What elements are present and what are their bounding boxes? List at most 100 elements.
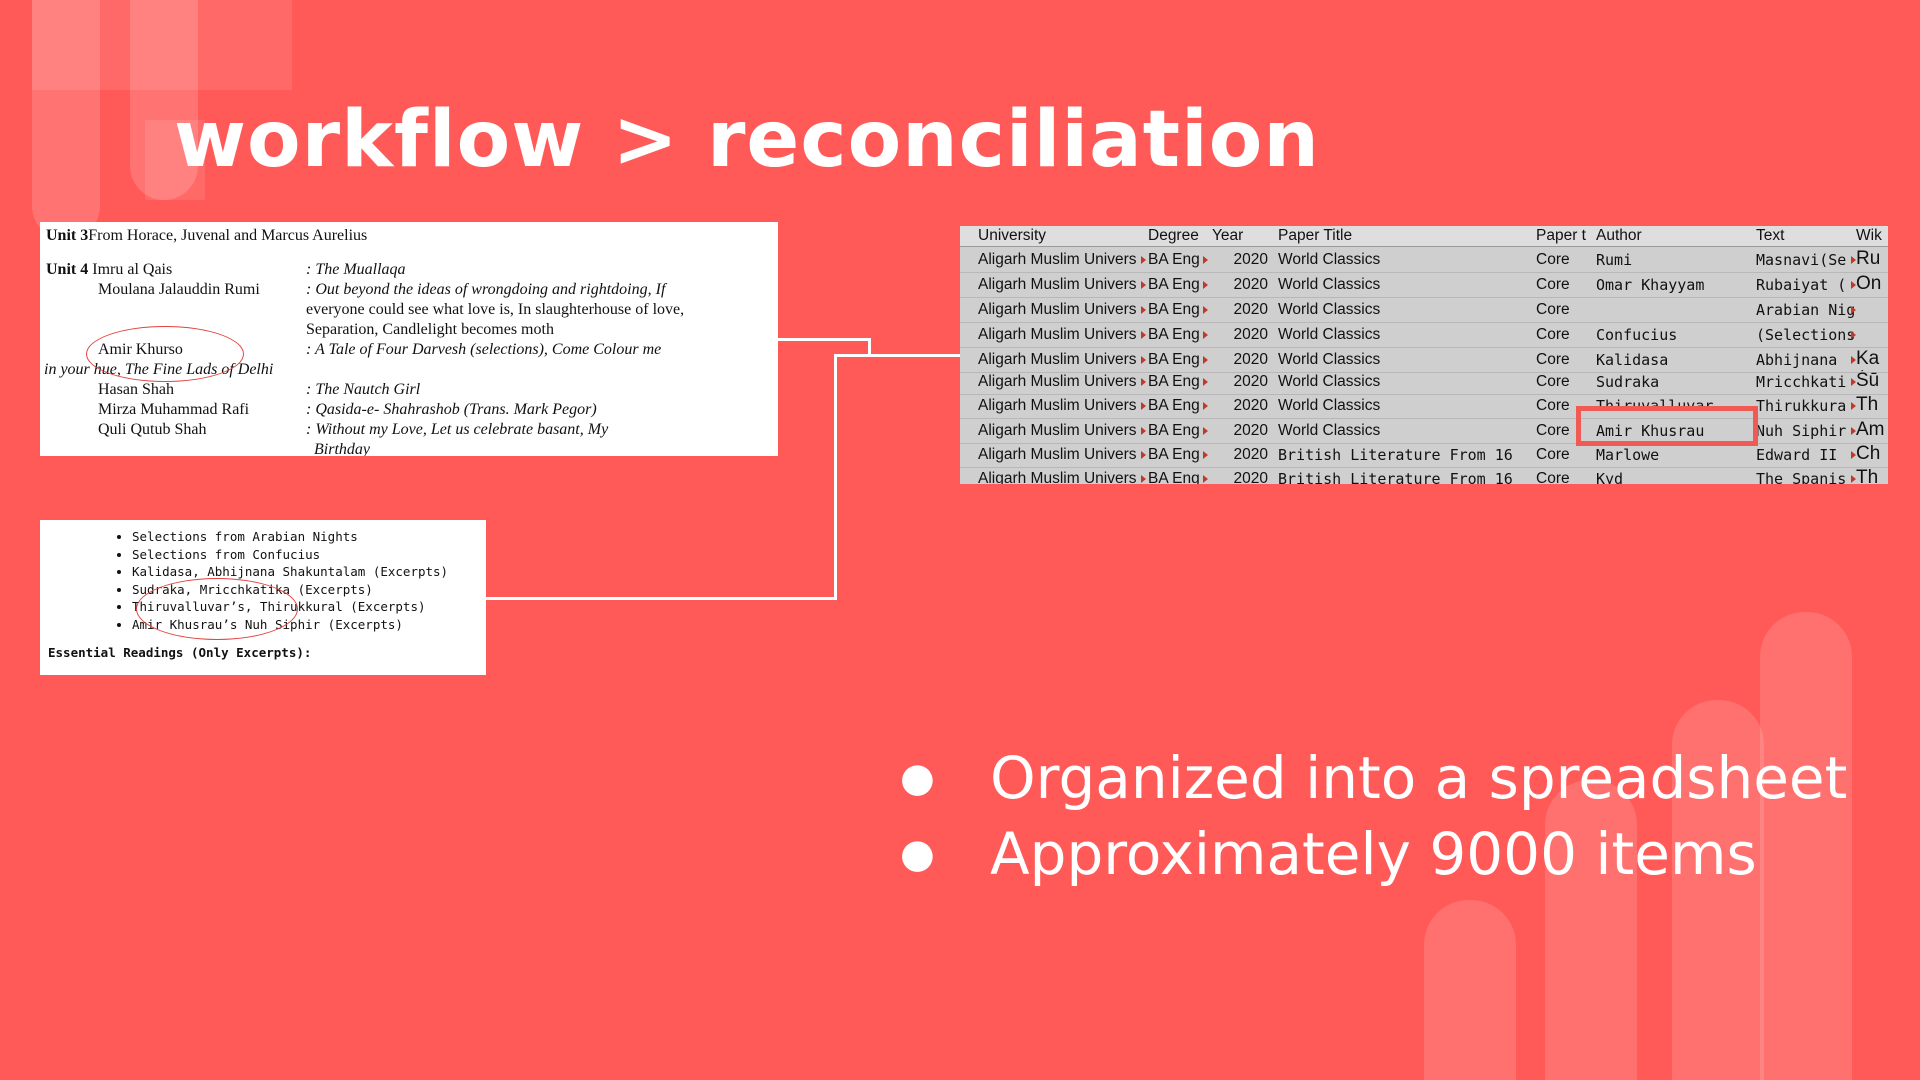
column-header[interactable]: Degree — [1148, 227, 1199, 244]
table-cell[interactable]: (Selections) — [1756, 326, 1856, 344]
table-cell[interactable]: 2020 — [1233, 251, 1268, 268]
table-cell[interactable]: 2020 — [1233, 422, 1268, 439]
table-cell[interactable]: World Classics — [1278, 422, 1381, 439]
table-cell[interactable]: 2020 — [1233, 397, 1268, 414]
connector-line — [836, 354, 960, 357]
table-cell[interactable]: Confucius — [1596, 326, 1678, 344]
table-cell[interactable]: Core — [1536, 446, 1570, 463]
table-cell[interactable]: Core — [1536, 326, 1570, 343]
decorative-pill — [1760, 612, 1852, 1080]
table-cell[interactable]: Core — [1536, 351, 1570, 368]
table-cell[interactable]: The Spanis — [1756, 470, 1847, 484]
column-header[interactable]: Author — [1596, 227, 1642, 244]
table-cell[interactable]: Th — [1856, 394, 1879, 415]
table-cell[interactable]: Core — [1536, 397, 1570, 414]
table-cell[interactable]: Rubaiyat ( — [1756, 276, 1847, 294]
table-cell[interactable]: Th — [1856, 467, 1879, 484]
table-row[interactable] — [960, 300, 1888, 323]
table-cell[interactable]: World Classics — [1278, 373, 1381, 390]
table-cell[interactable]: Aligarh Muslim Univers — [978, 422, 1137, 439]
table-cell[interactable]: Core — [1536, 276, 1570, 293]
table-cell[interactable]: Am — [1856, 419, 1885, 440]
table-cell[interactable]: BA Eng — [1148, 351, 1200, 368]
table-cell[interactable]: BA Eng — [1148, 301, 1200, 318]
table-cell[interactable]: Marlowe — [1596, 446, 1660, 464]
table-cell[interactable]: World Classics — [1278, 397, 1381, 414]
table-cell[interactable]: Sudraka — [1596, 373, 1660, 391]
column-header[interactable]: University — [978, 227, 1047, 244]
table-cell[interactable]: 2020 — [1233, 351, 1268, 368]
table-cell[interactable]: Rumi — [1596, 251, 1633, 269]
table-cell[interactable]: Core — [1536, 301, 1570, 318]
annotation-circle — [86, 326, 244, 382]
table-cell[interactable]: World Classics — [1278, 326, 1381, 343]
table-cell[interactable]: Aligarh Muslim Univers — [978, 446, 1137, 463]
table-cell[interactable]: Core — [1536, 470, 1570, 484]
table-cell[interactable]: BA Eng — [1148, 276, 1200, 293]
table-row[interactable] — [960, 396, 1888, 419]
table-cell[interactable]: World Classics — [1278, 351, 1381, 368]
table-cell[interactable]: Amir Khusrau — [1596, 422, 1705, 440]
table-cell[interactable]: World Classics — [1278, 251, 1381, 268]
table-cell[interactable]: British Literature From 16 — [1278, 470, 1513, 484]
column-header[interactable]: Text — [1756, 227, 1785, 244]
table-cell[interactable]: 2020 — [1233, 276, 1268, 293]
table-cell[interactable]: Śū — [1856, 370, 1880, 391]
table-cell[interactable]: Aligarh Muslim Univers — [978, 276, 1137, 293]
table-cell[interactable]: Arabian Night — [1756, 301, 1856, 319]
table-row[interactable] — [960, 350, 1888, 373]
overflow-arrow-icon — [1141, 306, 1146, 314]
table-cell[interactable]: Ru — [1856, 248, 1881, 269]
table-cell[interactable]: Aligarh Muslim Univers — [978, 326, 1137, 343]
table-cell[interactable]: Thirukkura — [1756, 397, 1847, 415]
table-cell[interactable]: Edward II — [1756, 446, 1838, 464]
table-cell[interactable]: 2020 — [1233, 301, 1268, 318]
table-cell[interactable]: Aligarh Muslim Univers — [978, 397, 1137, 414]
table-cell[interactable]: On — [1856, 273, 1882, 294]
table-cell[interactable]: World Classics — [1278, 301, 1381, 318]
table-cell[interactable]: Aligarh Muslim Univers — [978, 301, 1137, 318]
overflow-arrow-icon — [1141, 281, 1146, 289]
table-row[interactable] — [960, 372, 1888, 395]
table-cell[interactable]: 2020 — [1233, 373, 1268, 390]
table-cell[interactable]: BA Eng — [1148, 422, 1200, 439]
table-cell[interactable]: Core — [1536, 373, 1570, 390]
table-cell[interactable]: BA Eng — [1148, 326, 1200, 343]
table-cell[interactable]: BA Eng — [1148, 251, 1200, 268]
table-cell[interactable]: BA Eng — [1148, 446, 1200, 463]
column-header[interactable]: Paper t — [1536, 227, 1586, 244]
table-cell[interactable]: Mricchkati — [1756, 373, 1847, 391]
table-cell[interactable]: Core — [1536, 422, 1570, 439]
table-cell[interactable]: Core — [1536, 251, 1570, 268]
table-cell[interactable]: Aligarh Muslim Univers — [978, 470, 1137, 484]
table-cell[interactable]: Masnavi(Se — [1756, 251, 1847, 269]
table-cell[interactable]: Nuh Siphir — [1756, 422, 1847, 440]
table-cell[interactable]: Omar Khayyam — [1596, 276, 1705, 294]
bullet-list: ●Organized into a spreadsheet ●Approxima… — [900, 740, 1847, 892]
spreadsheet[interactable]: University Degree Year Paper Title Paper t Au… — [960, 226, 1888, 484]
table-cell[interactable]: BA Eng — [1148, 397, 1200, 414]
table-cell[interactable]: World Classics — [1278, 276, 1381, 293]
table-cell[interactable]: Ch — [1856, 443, 1881, 464]
table-cell[interactable]: 2020 — [1233, 470, 1268, 484]
table-cell[interactable]: 2020 — [1233, 446, 1268, 463]
table-cell[interactable]: Aligarh Muslim Univers — [978, 373, 1137, 390]
table-row[interactable] — [960, 325, 1888, 348]
column-header[interactable]: Paper Title — [1278, 227, 1353, 244]
table-cell[interactable]: BA Eng — [1148, 373, 1200, 390]
table-row[interactable] — [960, 250, 1888, 273]
table-cell[interactable]: 2020 — [1233, 326, 1268, 343]
table-cell[interactable]: Ka — [1856, 348, 1880, 369]
column-header[interactable]: Wik — [1856, 227, 1882, 244]
table-row[interactable] — [960, 445, 1888, 468]
table-cell[interactable]: Aligarh Muslim Univers — [978, 351, 1137, 368]
column-header[interactable]: Year — [1212, 227, 1244, 244]
table-row[interactable] — [960, 421, 1888, 444]
table-cell[interactable]: Abhijnana — [1756, 351, 1838, 369]
table-cell[interactable]: British Literature From 16 — [1278, 446, 1513, 464]
table-cell[interactable]: Kyd — [1596, 470, 1624, 484]
table-cell[interactable]: Kalidasa — [1596, 351, 1669, 369]
table-row[interactable] — [960, 275, 1888, 298]
table-cell[interactable]: Aligarh Muslim Univers — [978, 251, 1137, 268]
table-cell[interactable]: BA Eng — [1148, 470, 1200, 484]
